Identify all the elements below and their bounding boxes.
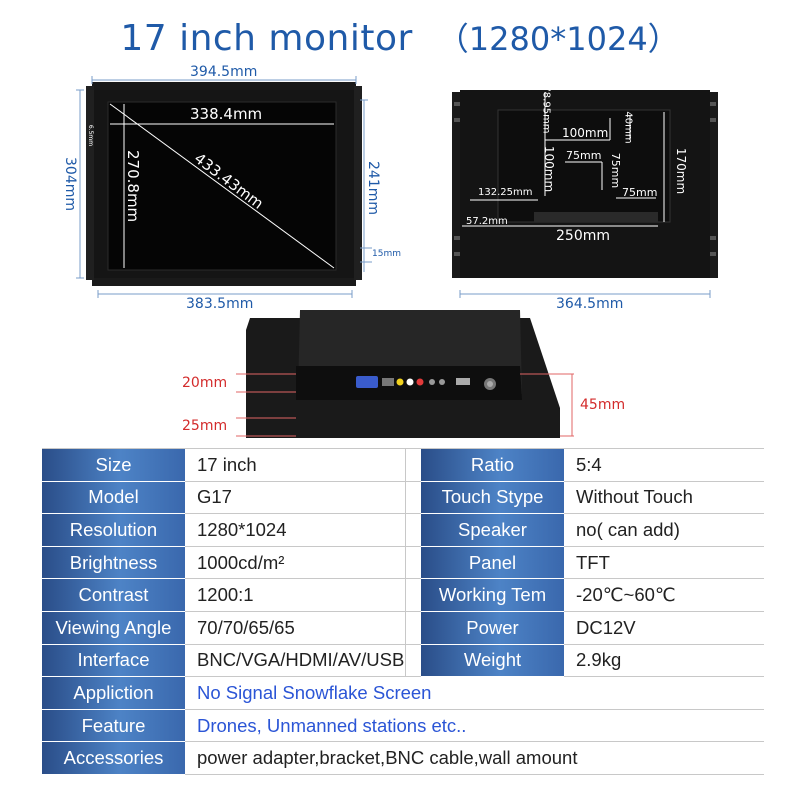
spec-value: G17 [185, 481, 406, 515]
dim-side-20: 20mm [182, 375, 228, 391]
spec-value-2: no( can add) [564, 513, 764, 547]
spec-gap [405, 644, 421, 678]
front-bracket-right [354, 86, 362, 280]
spec-value: 70/70/65/65 [185, 611, 406, 645]
dim-back-top-vert: 78.95mm [540, 85, 552, 134]
spec-label-2: Weight [421, 644, 564, 678]
dim-back-inner-75-v: 75mm [609, 152, 623, 189]
spec-label-2: Touch Stype [421, 481, 564, 515]
spec-value-wide: power adapter,bracket,BNC cable,wall amo… [185, 741, 764, 775]
spec-label-2: Working Tem [421, 578, 564, 612]
dim-bottom-width: 383.5mm [186, 296, 254, 312]
spec-value-wide: Drones, Unmanned stations etc.. [185, 709, 764, 743]
dim-bezel: 15mm [372, 249, 401, 259]
dim-outer-height: 304mm [62, 157, 78, 211]
spec-value-2: -20℃~60℃ [564, 578, 764, 612]
spec-gap [405, 448, 421, 482]
dim-back-bottom-left: 57.2mm [466, 216, 508, 227]
dim-outer-width: 394.5mm [190, 64, 258, 80]
dim-back-right-75: 75mm [622, 186, 658, 199]
dim-back-width: 364.5mm [556, 296, 624, 312]
dim-side-45: 45mm [580, 397, 626, 413]
spec-gap [405, 611, 421, 645]
dim-back-mount-h: 100mm [562, 126, 609, 140]
dim-back-bottom-width: 250mm [556, 228, 610, 244]
back-bracket-left [452, 92, 462, 278]
back-bracket-right [708, 92, 718, 278]
dim-inner-height: 241mm [365, 161, 381, 215]
front-bracket-bottom [92, 276, 356, 286]
dim-back-top-right: 40mm [622, 111, 634, 144]
spec-value: 17 inch [185, 448, 406, 482]
dim-back-height-170: 170mm [674, 147, 689, 195]
spec-value-2: 5:4 [564, 448, 764, 482]
spec-value-2: DC12V [564, 611, 764, 645]
spec-label: Resolution [42, 513, 185, 547]
dim-screen-height: 270.8mm [124, 150, 142, 223]
spec-label-2: Speaker [421, 513, 564, 547]
dim-side-25: 25mm [182, 418, 228, 434]
title-main: 17 inch monitor [120, 18, 413, 59]
spec-value-2: Without Touch [564, 481, 764, 515]
spec-label: Interface [42, 644, 185, 678]
dim-back-inner-75-h: 75mm [566, 149, 602, 162]
spec-label: Feature [42, 709, 185, 743]
spec-gap [405, 513, 421, 547]
page-title: 17 inch monitor （1280*1024） [0, 14, 800, 60]
spec-value: 1200:1 [185, 578, 406, 612]
spec-gap [405, 481, 421, 515]
front-diagonal-line [109, 103, 335, 269]
title-resolution: （1280*1024） [436, 20, 680, 58]
spec-label: Appliction [42, 676, 185, 710]
spec-label: Contrast [42, 578, 185, 612]
spec-gap [405, 578, 421, 612]
spec-value: 1280*1024 [185, 513, 406, 547]
side-ports [356, 376, 496, 390]
dim-back-left-offset: 132.25mm [478, 187, 533, 198]
spec-gap [405, 546, 421, 580]
spec-value: 1000cd/m² [185, 546, 406, 580]
spec-label: Viewing Angle [42, 611, 185, 645]
dim-side-small: 6.5mm [87, 124, 95, 147]
spec-value-wide: No Signal Snowflake Screen [185, 676, 764, 710]
spec-label: Size [42, 448, 185, 482]
spec-label: Accessories [42, 741, 185, 775]
dim-back-mount-v: 100mm [542, 145, 557, 193]
front-bracket-top [92, 82, 356, 92]
spec-label-2: Power [421, 611, 564, 645]
spec-value: BNC/VGA/HDMI/AV/USB [185, 644, 406, 678]
back-inner-panel [497, 109, 671, 223]
front-bracket-left [86, 86, 94, 280]
spec-value-2: TFT [564, 546, 764, 580]
spec-label-2: Ratio [421, 448, 564, 482]
spec-label: Brightness [42, 546, 185, 580]
spec-label: Model [42, 481, 185, 515]
dim-screen-width: 338.4mm [190, 105, 263, 123]
spec-label-2: Panel [421, 546, 564, 580]
spec-value-2: 2.9kg [564, 644, 764, 678]
